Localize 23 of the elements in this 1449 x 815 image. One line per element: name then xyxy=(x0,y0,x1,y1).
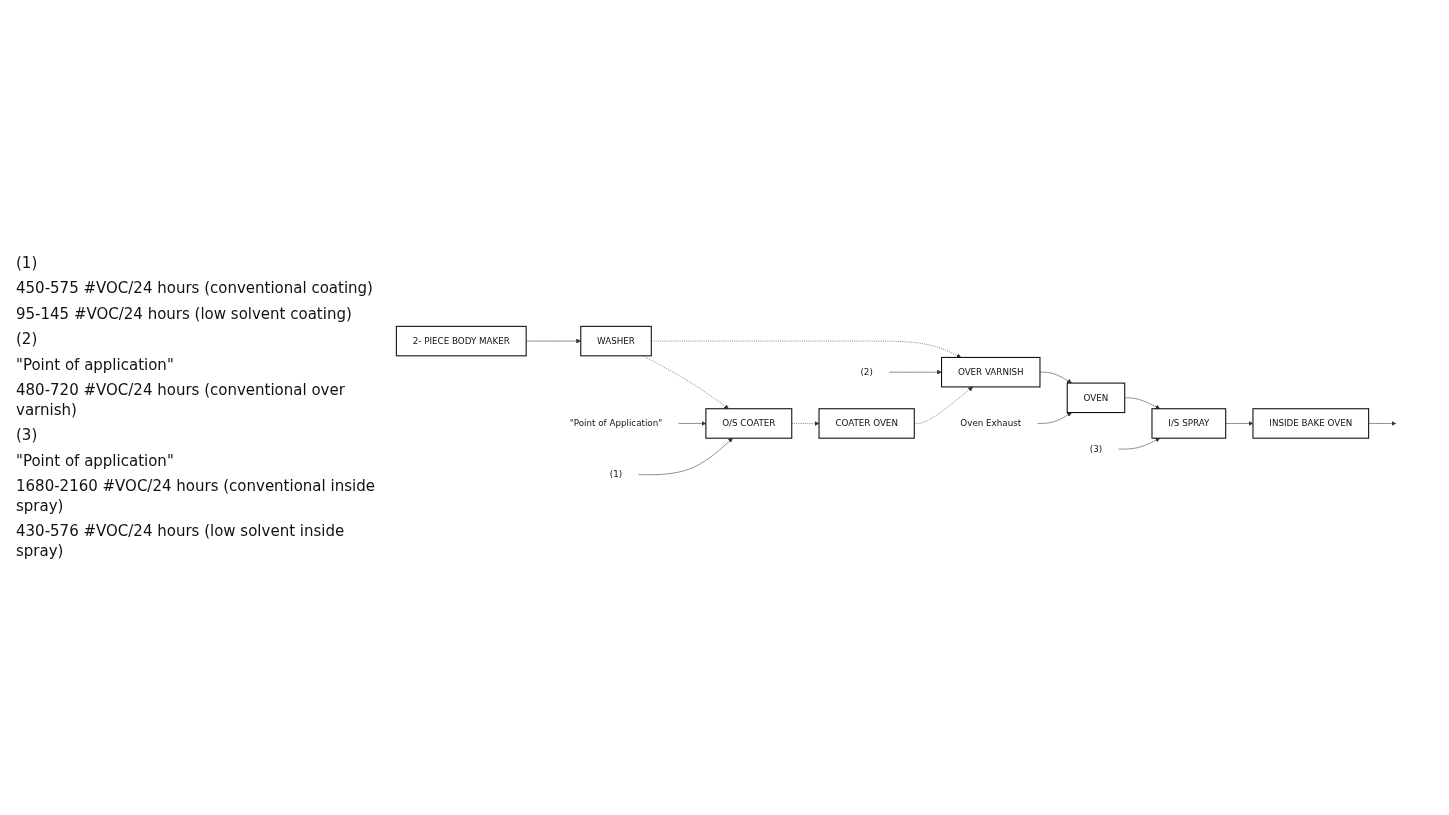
node-box: OVER VARNISH xyxy=(941,356,1041,388)
node-box: COATER OVEN xyxy=(818,407,915,439)
node-text: (1) xyxy=(609,468,623,480)
note-text: 450-575 #VOC/24 hours (conventional coating) xyxy=(16,279,374,299)
note-text: "Point of application" xyxy=(16,451,175,472)
node-text: (2) xyxy=(860,366,873,377)
note-text: (1) xyxy=(16,253,39,274)
node-box: 2- PIECE BODY MAKER xyxy=(395,325,527,356)
note-text: 430-576 #VOC/24 hours (low solvent inside spray) xyxy=(16,522,346,562)
note-text: 95-145 #VOC/24 hours (low solvent coating) xyxy=(16,304,353,325)
node-box: I/S SPRAY xyxy=(1151,407,1227,439)
note-text: 1680-2160 #VOC/24 hours (conventional inside spray) xyxy=(16,477,376,517)
node-box: O/S COATER xyxy=(705,407,793,439)
note-text: "Point of application" xyxy=(16,355,175,376)
note-text: (2) xyxy=(16,330,39,350)
node-box: OVEN xyxy=(1066,382,1126,413)
note-text: 480-720 #VOC/24 hours (conventional over varnish) xyxy=(16,381,346,421)
note-text: (3) xyxy=(16,426,39,446)
node-box: WASHER xyxy=(580,325,652,356)
node-text: (3) xyxy=(1089,443,1103,454)
node-box: INSIDE BAKE OVEN xyxy=(1252,407,1370,439)
node-text: Oven Exhaust xyxy=(960,417,1022,428)
node-text: "Point of Application" xyxy=(569,417,663,428)
